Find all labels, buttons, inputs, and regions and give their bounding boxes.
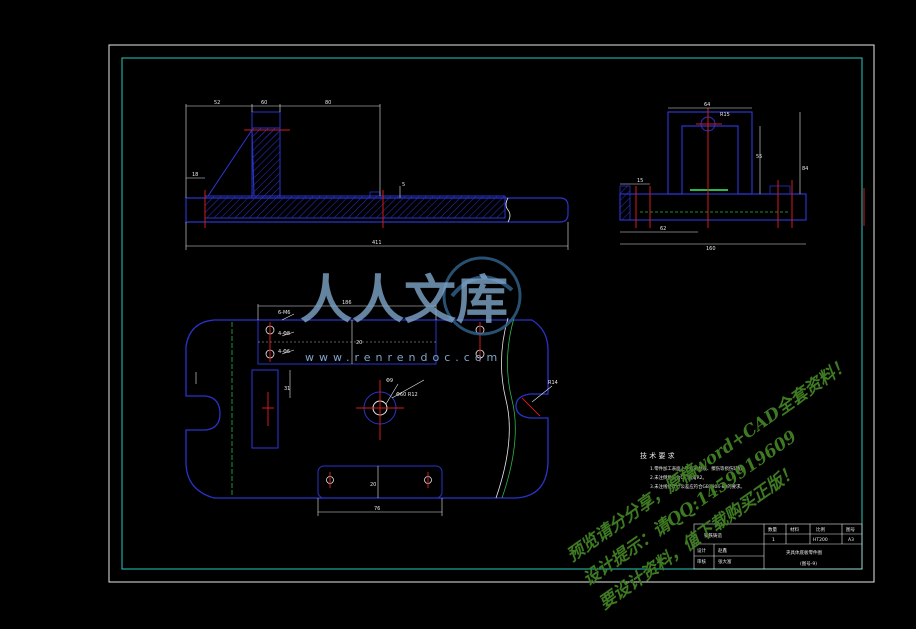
- front-rib: [206, 128, 255, 197]
- inner-frame: [121, 57, 863, 570]
- front-view: [185, 104, 569, 250]
- notes-line-1: 1.零件加工表面上不应有划痕、擦伤等损伤缺陷。: [650, 465, 746, 472]
- notes-line-3: 3.未注线性尺寸公差应符合GB1804-80的要求。: [650, 483, 745, 490]
- side-view: [619, 107, 865, 245]
- tb-school: 钢铁铸造: [704, 532, 722, 539]
- front-column-cap-hatch: [254, 128, 278, 138]
- plan-outline: [185, 319, 549, 499]
- plan-dim-holes-c: 4-Φ6: [278, 349, 290, 355]
- watermark-url: www.renrendoc.com: [305, 351, 502, 364]
- plan-break-line: [495, 317, 510, 499]
- tb-col-sheet: 图号: [846, 527, 855, 533]
- plan-dim-holes-b: 4-Φ8: [278, 331, 290, 337]
- side-dim-step: 15: [637, 178, 643, 184]
- front-base-plate: [185, 197, 569, 223]
- watermark-logo: [442, 256, 522, 336]
- notes-line-2: 2.未注倒角均为C1,圆角R2。: [650, 474, 707, 481]
- tb-check-name: 张大富: [718, 558, 732, 565]
- side-dim-top-width: 64: [704, 102, 710, 108]
- plan-dim-slot-height: 31: [284, 386, 290, 392]
- front-dim-left: 18: [192, 172, 198, 178]
- front-dim-top-mid: 60: [261, 100, 267, 106]
- plan-slot-block: [251, 369, 279, 449]
- tb-part-code: (图号-9): [800, 561, 817, 567]
- tb-part-name: 夹具体底板零件图: [786, 549, 822, 556]
- plan-dim-holes-a: 6-M6: [278, 310, 290, 316]
- plan-dim-center-a: Φ9: [386, 378, 393, 384]
- tb-design-name: 赵鑫: [718, 547, 727, 554]
- plan-dim-bottom: 76: [374, 506, 380, 512]
- tb-col-qty: 数量: [768, 526, 777, 533]
- tb-check-label: 审核: [697, 558, 706, 565]
- outer-frame: [108, 44, 875, 583]
- side-dim-overall-width: 160: [706, 246, 716, 252]
- tb-col-ratio: 比例: [816, 526, 825, 533]
- plan-dim-bottom-h: 20: [370, 482, 376, 488]
- side-upright: [667, 111, 753, 195]
- title-block: [693, 523, 863, 570]
- plan-dim-right-radius: R14: [548, 380, 558, 386]
- front-dim-top-left: 52: [214, 100, 220, 106]
- plan-view: [185, 304, 553, 516]
- tb-val-mat: HT200: [813, 537, 828, 543]
- tb-design-label: 设计: [697, 547, 706, 554]
- plan-dim-slot-width: 20: [356, 340, 362, 346]
- front-break-line: [505, 197, 511, 223]
- plan-dim-top: 186: [342, 300, 352, 306]
- side-dim-height: 55: [756, 154, 762, 160]
- plan-dim-center-b: Φ60 R12: [396, 392, 418, 398]
- front-dim-overall: 411: [372, 240, 382, 246]
- front-column: [251, 127, 281, 199]
- notes-heading: 技 术 要 求: [640, 451, 675, 460]
- plan-bottom-plate: [317, 465, 443, 499]
- front-dim-top-right: 80: [325, 100, 331, 106]
- tb-val-qty: 1: [772, 537, 775, 543]
- side-dim-hole: R15: [720, 112, 730, 118]
- front-dim-depth: 5: [402, 182, 405, 188]
- promo-line-2: 设计提示：请QQ:1459919609: [579, 427, 800, 590]
- side-dim-base: 62: [660, 226, 666, 232]
- watermark-logo-text: 人人文库: [300, 271, 508, 331]
- tb-val-sheet: A3: [848, 537, 854, 543]
- side-dim-overall-height: 84: [802, 166, 808, 172]
- front-slab: [204, 195, 506, 219]
- tb-col-mat: 材料: [790, 526, 799, 533]
- front-column-cap: [251, 111, 281, 129]
